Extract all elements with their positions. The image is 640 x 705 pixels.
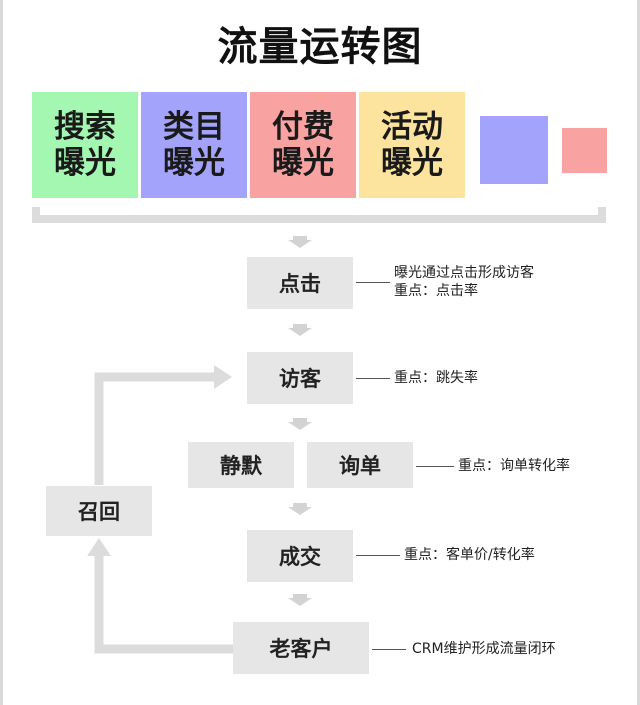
- deal-step-box: 成交: [247, 530, 353, 582]
- paid-exposure-line2: 曝光: [272, 145, 334, 181]
- click-note-line1: 曝光通过点击形成访客: [394, 265, 534, 281]
- arrow-to-click: [288, 236, 312, 248]
- arrow-to-visitor: [288, 324, 312, 336]
- arrow-to-inquiry: [288, 418, 312, 430]
- old-customer-step-box: 老客户: [233, 622, 369, 674]
- inquiry-step-box: 询单: [307, 442, 413, 488]
- legend-swatch-purple: [480, 116, 548, 184]
- click-step-box: 点击: [247, 257, 353, 309]
- loop-arrowhead-up: [87, 538, 111, 556]
- paid-exposure-box: 付费曝光: [250, 92, 356, 198]
- category-exposure-box: 类目曝光: [141, 92, 247, 198]
- deal-note: 重点：客单价/转化率: [404, 547, 535, 563]
- inquiry-note: 重点：询单转化率: [458, 458, 570, 474]
- diagram-title: 流量运转图: [217, 24, 423, 70]
- visitor-note-connector: [356, 378, 390, 379]
- arrow-to-deal: [288, 503, 312, 515]
- recall-step-box: 召回: [46, 486, 152, 536]
- old-customer-note-connector: [372, 649, 406, 650]
- search-exposure-line1: 搜索: [54, 109, 116, 145]
- event-exposure-line2: 曝光: [381, 145, 443, 181]
- right-page-edge: [637, 0, 640, 705]
- sources-bracket: [32, 207, 606, 223]
- silent-step-box: 静默: [188, 442, 294, 488]
- visitor-note: 重点：跳失率: [394, 370, 478, 386]
- legend-swatch-red: [562, 128, 607, 173]
- event-exposure-line1: 活动: [381, 109, 443, 145]
- loop-recall-to-visitor: [94, 372, 216, 485]
- loop-arrowhead-right: [214, 365, 232, 389]
- click-note: 曝光通过点击形成访客 重点：点击率: [394, 264, 534, 300]
- old-customer-note: CRM维护形成流量闭环: [412, 641, 556, 657]
- deal-note-connector: [356, 555, 400, 556]
- click-note-connector: [356, 282, 390, 283]
- click-note-line2: 重点：点击率: [394, 283, 478, 299]
- inquiry-note-connector: [416, 466, 454, 467]
- category-exposure-line2: 曝光: [163, 145, 225, 181]
- left-page-edge: [0, 0, 3, 705]
- event-exposure-box: 活动曝光: [359, 92, 465, 198]
- arrow-to-old-customer: [288, 594, 312, 606]
- loop-old-to-recall: [94, 556, 233, 654]
- search-exposure-box: 搜索曝光: [32, 92, 138, 198]
- visitor-step-box: 访客: [247, 352, 353, 404]
- search-exposure-line2: 曝光: [54, 145, 116, 181]
- paid-exposure-line1: 付费: [272, 109, 334, 145]
- category-exposure-line1: 类目: [163, 109, 225, 145]
